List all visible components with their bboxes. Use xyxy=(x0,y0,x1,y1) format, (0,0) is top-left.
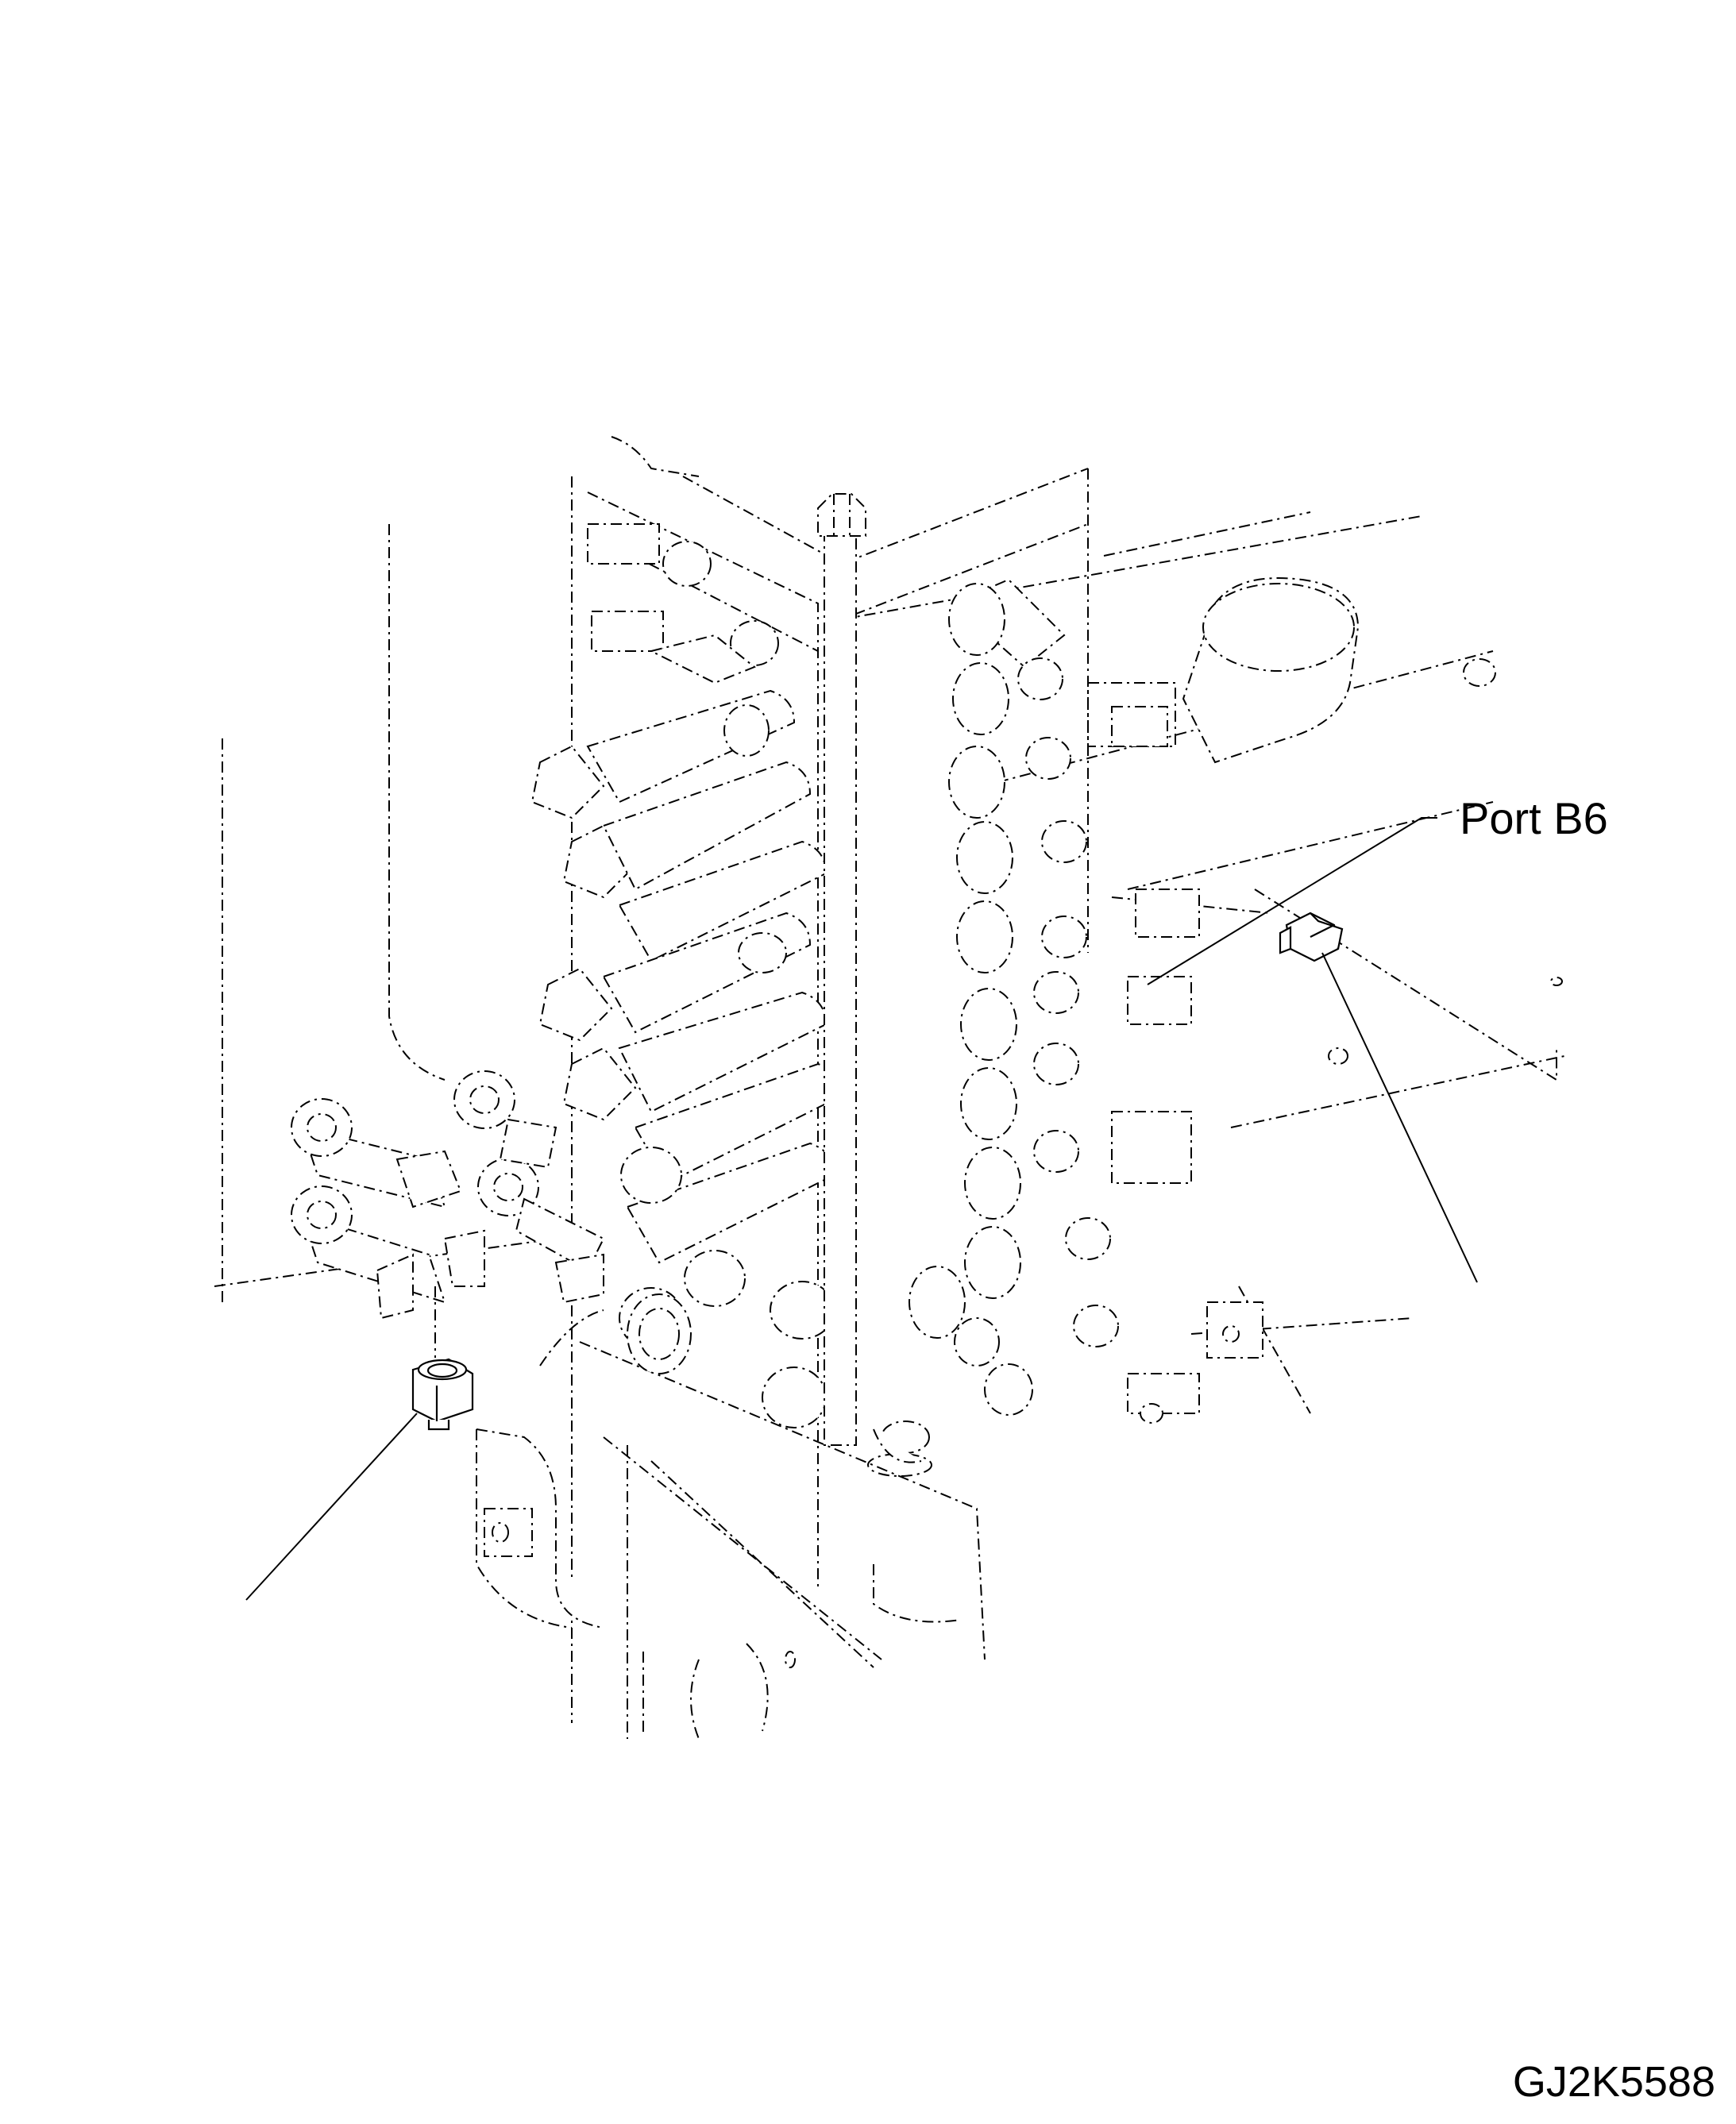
connector-nut xyxy=(411,1358,474,1431)
figure-reference-code: GJ2K5588 xyxy=(1513,2058,1715,2106)
left-hose-fittings xyxy=(291,1070,692,1374)
leader-lines xyxy=(245,817,1478,1601)
elbow-fitting-phantom xyxy=(1182,577,1360,764)
port-b6-fitting xyxy=(1279,912,1344,962)
tie-rod xyxy=(817,493,930,1463)
port-b6-label: Port B6 xyxy=(1460,793,1608,843)
right-valve-stack xyxy=(909,578,1263,1424)
lower-bracket xyxy=(476,1428,604,1629)
machine-frame-phantom xyxy=(214,436,1565,1740)
left-valve-stack xyxy=(530,491,843,1588)
